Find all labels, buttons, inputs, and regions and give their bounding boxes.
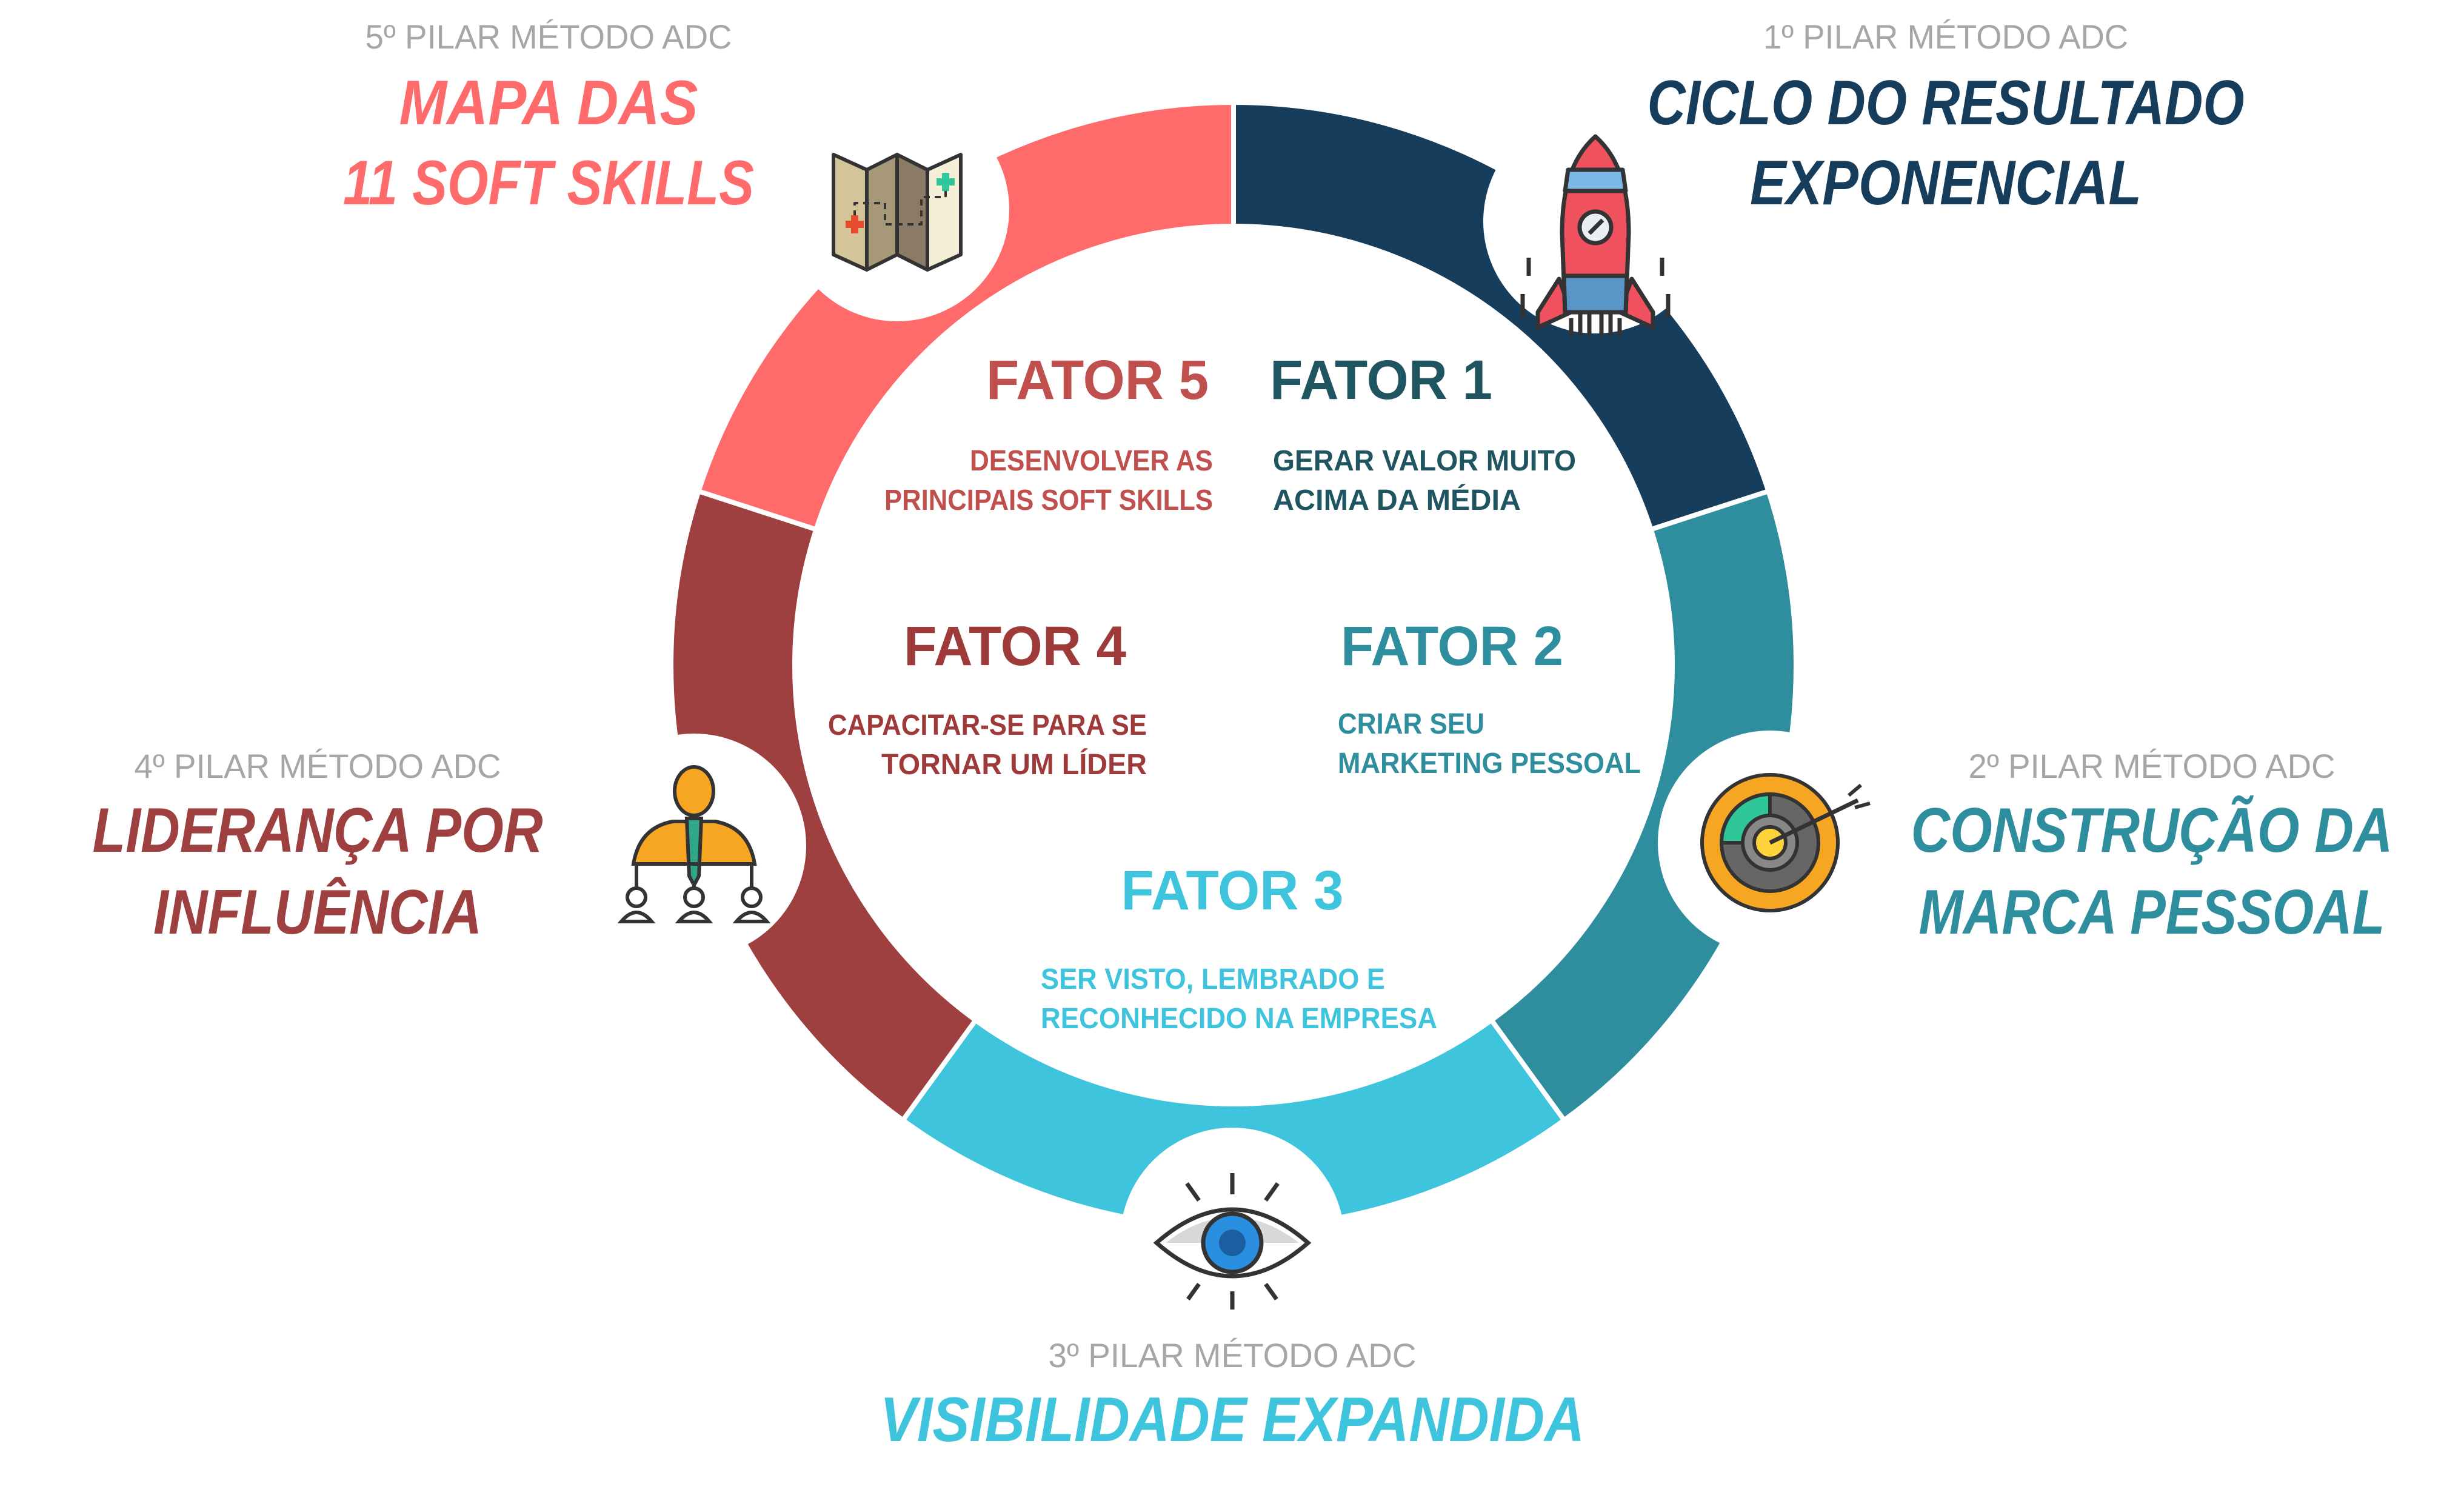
pillar-2-label: 2º PILAR MÉTODO ADC bbox=[1969, 747, 2335, 785]
ring-segment-pillar-1 bbox=[1231, 99, 1772, 533]
factor-2-desc-line-1: CRIAR SEU bbox=[1338, 708, 1484, 740]
target-icon bbox=[1700, 773, 1871, 912]
factor-1: FATOR 1 GERAR VALOR MUITO ACIMA DA MÉDIA bbox=[1270, 349, 1576, 517]
pillar-4-label: 4º PILAR MÉTODO ADC bbox=[135, 747, 501, 785]
factor-5-title: FATOR 5 bbox=[986, 349, 1209, 411]
factor-4-title: FATOR 4 bbox=[904, 615, 1126, 677]
eye-icon bbox=[1153, 1173, 1312, 1310]
factor-1-desc-line-1: GERAR VALOR MUITO bbox=[1273, 445, 1576, 477]
factor-5: FATOR 5 DESENVOLVER AS PRINCIPAIS SOFT S… bbox=[884, 349, 1213, 517]
pillar-1: 1º PILAR MÉTODO ADC CICLO DO RESULTADO E… bbox=[1648, 18, 2245, 218]
pillar-2-title-line-2: MARCA PESSOAL bbox=[1919, 877, 2385, 948]
pillar-2: 2º PILAR MÉTODO ADC CONSTRUÇÃO DA MARCA … bbox=[1911, 747, 2393, 948]
factor-3-title: FATOR 3 bbox=[1121, 860, 1344, 922]
pillar-5: 5º PILAR MÉTODO ADC MAPA DAS 11 SOFT SKI… bbox=[343, 18, 754, 218]
factor-5-desc-line-2: PRINCIPAIS SOFT SKILLS bbox=[884, 484, 1213, 517]
factor-3: FATOR 3 SER VISTO, LEMBRADO E RECONHECID… bbox=[1041, 860, 1437, 1035]
ring-segment-pillar-5 bbox=[695, 99, 1236, 533]
factor-2-desc-line-2: MARKETING PESSOAL bbox=[1338, 748, 1641, 780]
factor-1-title: FATOR 1 bbox=[1270, 349, 1492, 411]
factor-1-desc-line-2: ACIMA DA MÉDIA bbox=[1273, 484, 1521, 517]
factor-2: FATOR 2 CRIAR SEU MARKETING PESSOAL bbox=[1338, 615, 1641, 780]
pillar-2-title-line-1: CONSTRUÇÃO DA bbox=[1911, 795, 2393, 866]
leader-icon bbox=[617, 765, 771, 923]
map-icon bbox=[832, 153, 963, 272]
factor-4: FATOR 4 CAPACITAR-SE PARA SE TORNAR UM L… bbox=[828, 615, 1147, 781]
factor-2-title: FATOR 2 bbox=[1341, 615, 1563, 677]
pillar-1-title-line-2: EXPONENCIAL bbox=[1750, 148, 2142, 218]
pillar-3: 3º PILAR MÉTODO ADC VISIBILIDADE EXPANDI… bbox=[880, 1336, 1584, 1455]
pillar-4-title-line-2: INFLUÊNCIA bbox=[153, 877, 482, 948]
factor-3-desc-line-1: SER VISTO, LEMBRADO E bbox=[1041, 963, 1385, 995]
pillar-1-label: 1º PILAR MÉTODO ADC bbox=[1763, 18, 2128, 56]
pillar-ring bbox=[669, 99, 1798, 1230]
factor-3-desc-line-2: RECONHECIDO NA EMPRESA bbox=[1041, 1003, 1437, 1035]
factor-4-desc-line-1: CAPACITAR-SE PARA SE bbox=[828, 709, 1147, 741]
pillar-4: 4º PILAR MÉTODO ADC LIDERANÇA POR INFLUÊ… bbox=[93, 747, 543, 948]
ring-segment-pillar-3 bbox=[899, 1017, 1568, 1230]
factor-4-desc-line-2: TORNAR UM LÍDER bbox=[881, 748, 1147, 781]
pillar-4-title-line-1: LIDERANÇA POR bbox=[93, 795, 543, 866]
pillar-1-title-line-1: CICLO DO RESULTADO bbox=[1648, 68, 2245, 138]
pillar-3-label: 3º PILAR MÉTODO ADC bbox=[1049, 1336, 1417, 1374]
pillar-5-title-line-1: MAPA DAS bbox=[399, 68, 698, 138]
pillar-3-title: VISIBILIDADE EXPANDIDA bbox=[880, 1385, 1584, 1455]
factor-5-desc-line-1: DESENVOLVER AS bbox=[970, 445, 1213, 477]
pillar-5-title-line-2: 11 SOFT SKILLS bbox=[343, 148, 754, 218]
rocket-icon bbox=[1520, 134, 1671, 336]
pillar-5-label: 5º PILAR MÉTODO ADC bbox=[366, 18, 732, 56]
ring-segment-pillar-4 bbox=[669, 488, 980, 1124]
ring-segment-pillar-2 bbox=[1487, 488, 1798, 1124]
